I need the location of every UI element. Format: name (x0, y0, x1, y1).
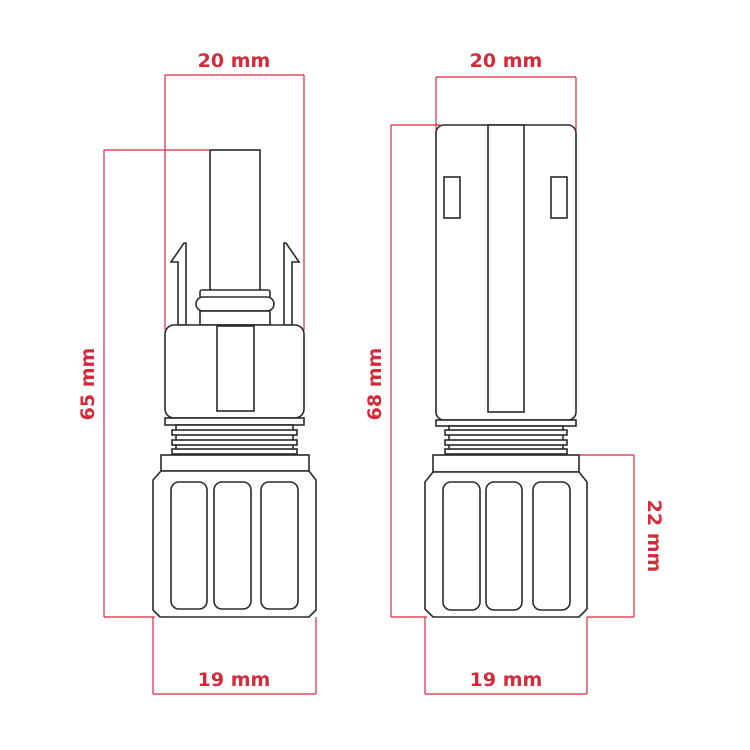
thread (444, 439, 568, 446)
grip-slot (260, 481, 299, 610)
thread (171, 429, 298, 436)
dim-line-height (390, 124, 440, 618)
thread (444, 448, 568, 455)
latch-window (443, 176, 461, 219)
grip-slot (213, 481, 252, 610)
dim-label-width-top: 20 mm (198, 50, 271, 72)
left-dimensions: 20 mm 65 mm 19 mm (77, 50, 317, 695)
grip-slot (485, 481, 523, 611)
cap-collar (432, 454, 580, 473)
dim-line-width-top (435, 76, 577, 130)
o-ring (195, 296, 275, 312)
dim-label-nut-height: 22 mm (643, 500, 665, 573)
dim-label-height: 68 mm (364, 348, 386, 421)
left-clip (169, 242, 187, 326)
grip-slot (532, 481, 571, 611)
pin (209, 149, 261, 293)
dim-line-width-bottom (424, 617, 588, 695)
right-connector (424, 124, 588, 618)
thread (171, 439, 298, 446)
thread (171, 448, 298, 455)
right-dimensions: 20 mm 68 mm 22 mm 19 mm (364, 50, 665, 695)
grip-slot (442, 481, 481, 611)
right-clip (283, 242, 301, 326)
cap-collar (160, 454, 310, 472)
band (435, 419, 577, 427)
collar-base (199, 310, 271, 326)
flange (164, 417, 305, 426)
grip-slot (170, 481, 208, 610)
dim-line-width-top (164, 74, 305, 330)
dim-label-width-bottom: 19 mm (470, 669, 543, 691)
dim-line-nut-height (579, 454, 635, 618)
dim-label-width-bottom: 19 mm (198, 669, 271, 691)
latch-window (550, 176, 568, 219)
dim-line-height (103, 149, 210, 618)
left-connector (152, 149, 317, 618)
dim-line-width-bottom (152, 617, 317, 695)
thread (444, 429, 568, 436)
dim-label-width-top: 20 mm (470, 50, 543, 72)
housing-slot (487, 124, 525, 413)
dim-label-height: 65 mm (77, 348, 99, 421)
nut-slot (216, 325, 255, 412)
